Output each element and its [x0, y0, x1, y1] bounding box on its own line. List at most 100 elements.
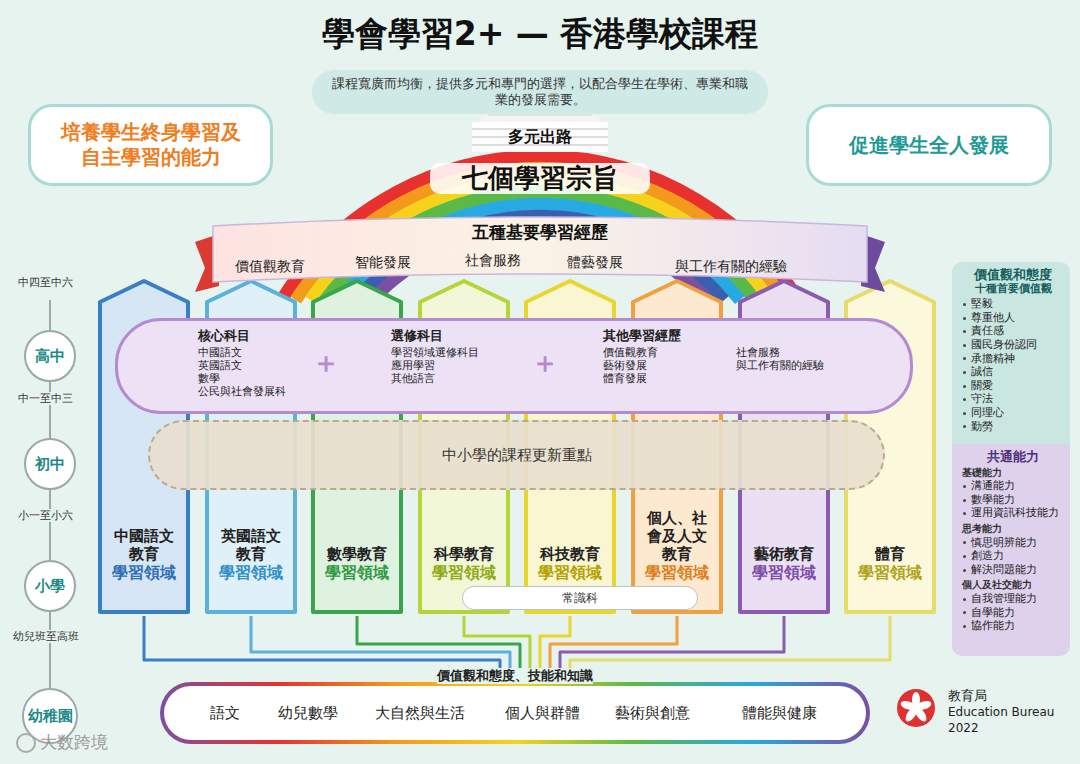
box: 促進學生全人發展	[806, 104, 1052, 186]
node-text: 守法	[962, 392, 993, 406]
node-text: 中國語文	[198, 346, 242, 359]
node-text: 其他學習經歷	[603, 328, 681, 344]
node-text: 運用資訊科技能力	[962, 506, 1059, 520]
node-text: 學習領域選修科目	[391, 346, 479, 359]
node-text: 創造力	[962, 549, 1004, 563]
node-text: 價值觀教育	[603, 346, 658, 359]
connector	[49, 490, 51, 560]
node-text: 體藝發展	[567, 254, 623, 272]
level-line	[49, 300, 51, 330]
node-text: 學習領域	[530, 563, 610, 582]
connector	[144, 616, 500, 668]
node-text: 社會服務	[465, 252, 521, 270]
column-outline	[526, 281, 614, 612]
node-heading: 核心科目	[198, 328, 250, 344]
column-outline	[207, 281, 295, 612]
node-text: 基礎能力	[962, 466, 1002, 480]
node-text: 學習領域	[744, 563, 824, 582]
node-text: 與工作有關的經驗	[736, 359, 824, 372]
emblem	[897, 689, 935, 727]
node-text: 誠信	[962, 365, 993, 379]
connector	[357, 616, 520, 668]
column-outline	[420, 281, 508, 612]
node-heading: 小學	[35, 577, 65, 596]
node-text: 責任感	[962, 324, 1004, 338]
box: 多元出路	[472, 122, 608, 152]
box: 共通能力基礎能力溝通能力數學能力運用資訊科技能力思考能力慎思明辨能力創造力解決問…	[952, 444, 1070, 656]
node-heading: 藝術教育	[749, 545, 819, 563]
node-heading: 價值觀和態度、技能和知識	[437, 668, 593, 684]
node-heading: 幼稚園	[28, 707, 73, 726]
node-text: 協作能力	[962, 619, 1015, 633]
node-text: 十種首要價值觀	[975, 282, 1052, 296]
node-text: 思考能力	[962, 522, 1002, 536]
node-text: 其他語言	[391, 372, 435, 385]
node-text: 自我管理能力	[962, 592, 1037, 606]
node-text: 承擔精神	[962, 352, 1015, 366]
node-text: 同理心	[962, 406, 1004, 420]
node-text: 學習領域	[424, 563, 504, 582]
node-text: 學習領域	[211, 563, 291, 582]
node-text: 英國語文	[198, 359, 242, 372]
node-text: 價值觀教育	[235, 258, 305, 276]
node-text: 應用學習	[391, 359, 435, 372]
box: 中小學的課程更新重點	[148, 420, 885, 490]
node-text: 語文	[210, 704, 240, 723]
node-heading: 高中	[35, 347, 65, 366]
node-heading: 常識科	[562, 591, 598, 606]
node-heading: 科學教育	[429, 545, 499, 563]
level-range: 中一至中三	[18, 392, 73, 405]
emblem-disc	[897, 689, 935, 727]
box: 五種基要學習經歷價值觀教育 智能發展 社會服務 體藝發展 與工作有關的經驗	[195, 212, 885, 292]
node-text: 與工作有關的經驗	[675, 258, 787, 276]
level-range: 幼兒班至高班	[13, 630, 79, 643]
connector	[251, 616, 510, 668]
watermark: 大数跨境	[40, 732, 108, 752]
column-outline	[740, 281, 828, 612]
plus-sign: ＋	[531, 346, 559, 380]
node-text: 藝術發展	[603, 359, 647, 372]
publisher-text: Education Bureau	[948, 705, 1054, 719]
box: 常識科	[462, 586, 698, 610]
column-outline	[313, 281, 401, 612]
level-range: 小一至小六	[18, 509, 73, 522]
node-text: 勤勞	[962, 420, 993, 434]
title: 學會學習2+ — 香港學校課程	[0, 12, 1080, 57]
node-text: 學習領域	[104, 563, 184, 582]
node-heading: 課程寬廣而均衡，提供多元和專門的選擇，以配合學生在學術、專業和職業的發展需要。	[332, 76, 748, 109]
node-text: 尊重他人	[962, 311, 1015, 325]
node-text: 學習領域	[317, 563, 397, 582]
node-text: 溝通能力	[962, 479, 1015, 493]
level-circle: 初中	[24, 438, 76, 490]
connector	[570, 616, 890, 668]
node-heading: 中國語文教育	[109, 527, 179, 563]
node-text: 選修科目	[391, 328, 443, 344]
node-text: 學習領域	[637, 563, 717, 582]
node-heading: 科技教育	[535, 545, 605, 563]
node-heading: 英國語文教育	[216, 527, 286, 563]
node-text: 體能與健康	[742, 704, 817, 723]
node-text: 幼兒數學	[278, 704, 338, 723]
node-text: 個人及社交能力	[962, 578, 1032, 592]
node-text: 自學能力	[962, 606, 1015, 620]
node-text: 堅毅	[962, 297, 993, 311]
publisher-text: 2022	[948, 721, 979, 735]
node-text: 體育發展	[603, 372, 647, 385]
node-text: 慎思明辨能力	[962, 536, 1037, 550]
node-heading: 五種基要學習經歷	[195, 222, 885, 243]
box: 價值觀和態度十種首要價值觀堅毅尊重他人責任感國民身份認同承擔精神誠信關愛守法同理…	[952, 262, 1070, 444]
box: 核心科目中國語文英國語文數學公民與社會發展科選修科目學習領域選修科目應用學習其他…	[115, 318, 913, 414]
node-text: 智能發展	[355, 254, 411, 272]
connector	[49, 382, 51, 438]
node-heading: 多元出路	[508, 127, 572, 147]
connector	[540, 616, 570, 668]
node-heading: 體育	[855, 545, 925, 563]
level-range: 中四至中六	[18, 276, 73, 289]
level-circle: 小學	[24, 560, 76, 612]
column-outline	[633, 281, 721, 612]
node-heading: 個人、社會及人文教育	[642, 509, 712, 563]
column-outline	[846, 281, 934, 612]
node-text: 公民與社會發展科	[198, 385, 286, 398]
column-outline	[100, 281, 188, 612]
